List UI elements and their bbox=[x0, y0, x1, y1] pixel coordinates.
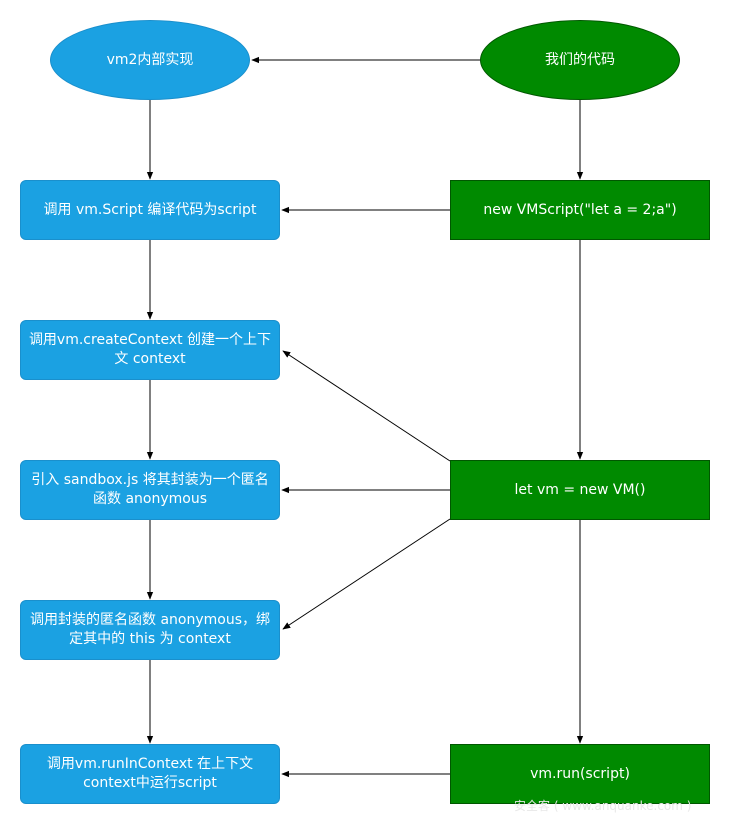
watermark: 安全客 ( www.anquanke.com ) bbox=[514, 799, 692, 813]
compile-script-label: 调用 vm.Script 编译代码为script bbox=[43, 201, 257, 218]
vm2-internal-label: vm2内部实现 bbox=[106, 51, 194, 68]
vm-run-label: vm.run(script) bbox=[530, 765, 630, 782]
call-anonymous-label: 调用封装的匿名函数 anonymous，绑定其中的 this 为 context bbox=[30, 612, 270, 647]
edge-letvm-to-anonymous bbox=[282, 518, 451, 630]
vm-run-node: vm.run(script) bbox=[450, 744, 710, 804]
let-vm-node: let vm = new VM() bbox=[450, 460, 710, 520]
call-anonymous-node: 调用封装的匿名函数 anonymous，绑定其中的 this 为 context bbox=[20, 600, 280, 660]
our-code-label: 我们的代码 bbox=[545, 51, 615, 68]
run-in-context-node: 调用vm.runInContext 在上下文 context中运行script bbox=[20, 744, 280, 804]
create-context-node: 调用vm.createContext 创建一个上下文 context bbox=[20, 320, 280, 380]
our-code-node: 我们的代码 bbox=[480, 20, 680, 100]
run-in-context-label: 调用vm.runInContext 在上下文 context中运行script bbox=[46, 756, 254, 791]
import-sandbox-label: 引入 sandbox.js 将其封装为一个匿名函数 anonymous bbox=[31, 472, 269, 507]
import-sandbox-node: 引入 sandbox.js 将其封装为一个匿名函数 anonymous bbox=[20, 460, 280, 520]
new-vmscript-label: new VMScript("let a = 2;a") bbox=[483, 201, 677, 218]
let-vm-label: let vm = new VM() bbox=[514, 481, 646, 498]
new-vmscript-node: new VMScript("let a = 2;a") bbox=[450, 180, 710, 240]
compile-script-node: 调用 vm.Script 编译代码为script bbox=[20, 180, 280, 240]
create-context-label: 调用vm.createContext 创建一个上下文 context bbox=[28, 332, 272, 367]
vm2-internal-node: vm2内部实现 bbox=[50, 20, 250, 100]
edge-letvm-to-context bbox=[282, 350, 451, 462]
